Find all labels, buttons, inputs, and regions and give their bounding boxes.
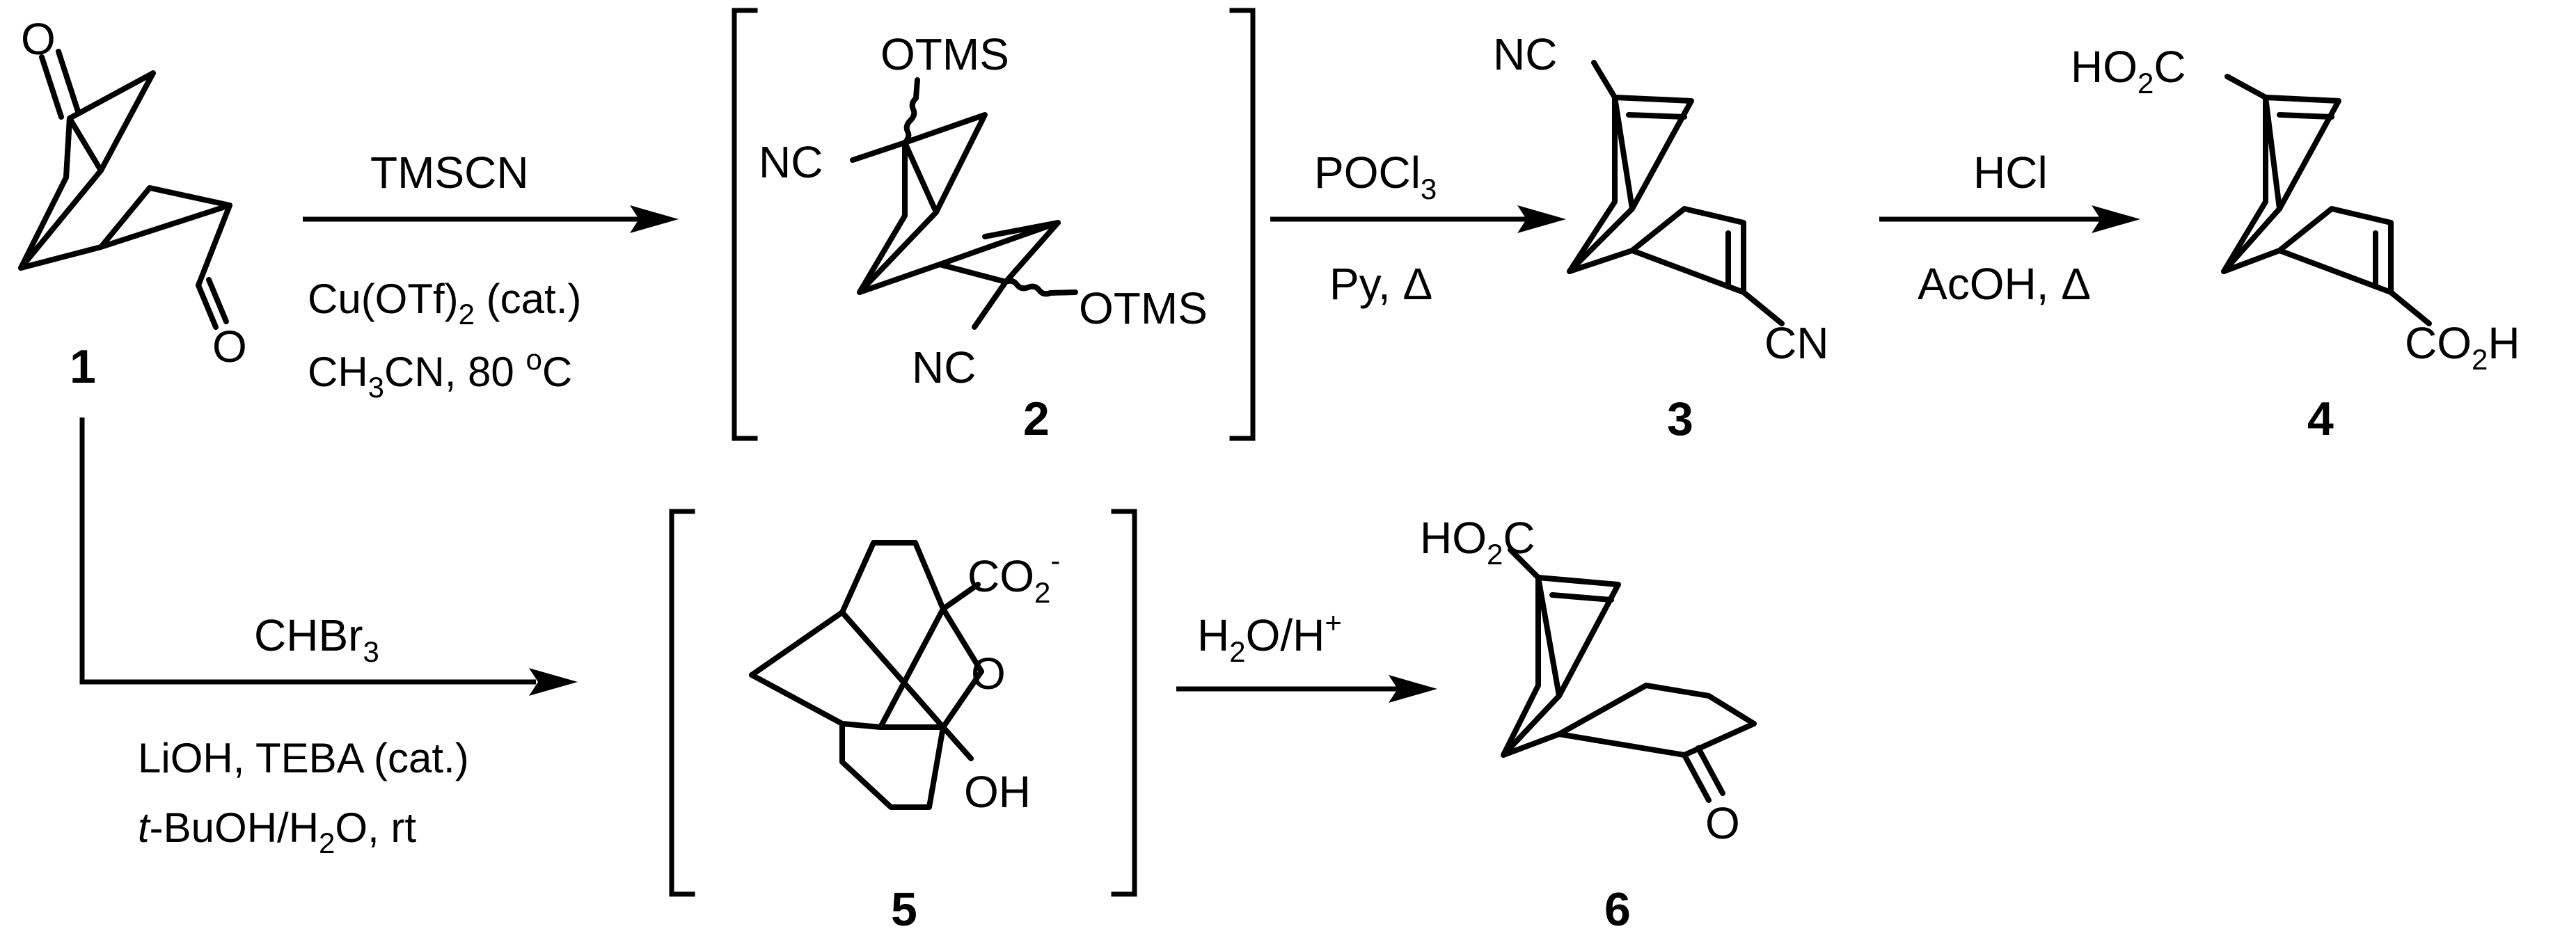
compound-5-carboxylate: CO2- — [967, 544, 1060, 609]
arrow-4 — [79, 418, 578, 696]
compound-5-number: 5 — [891, 883, 917, 936]
compound-2-nc-bottom: NC — [912, 342, 976, 392]
arrow-2 — [1270, 205, 1566, 233]
bracket-right-5 — [1111, 509, 1137, 897]
arrow-2-condition: Py, Δ — [1329, 259, 1432, 309]
compound-4-structure — [2221, 74, 2432, 326]
arrow-1-reagent: TMSCN — [370, 148, 529, 198]
compound-3-structure — [1567, 60, 1785, 326]
compound-4-number: 4 — [2307, 392, 2334, 445]
bracket-right-2 — [1229, 8, 1256, 441]
arrow-3-condition: AcOH, Δ — [1918, 259, 2091, 309]
arrow-1-condition-1: Cu(OTf)2 (cat.) — [308, 276, 581, 331]
bracket-left-2 — [732, 8, 758, 441]
bracket-left-5 — [669, 509, 695, 897]
arrow-3-reagent: HCl — [1973, 148, 2048, 198]
compound-2-otms-right: OTMS — [1079, 283, 1208, 333]
arrow-4-condition-2: t-BuOH/H2O, rt — [138, 804, 416, 859]
compound-2-number: 2 — [1023, 392, 1050, 445]
arrow-3 — [1879, 205, 2140, 233]
compound-1-ketone-o-top: O — [21, 14, 56, 64]
compound-6-acid: HO2C — [1420, 513, 1535, 571]
compound-1-structure — [18, 49, 232, 330]
arrow-1-condition-2: CH3CN, 80 oC — [308, 343, 572, 404]
arrow-5 — [1176, 675, 1437, 703]
compound-5-ring-o: O — [971, 649, 1006, 699]
compound-2-otms-top: OTMS — [880, 29, 1009, 79]
compound-3-cn-bottom: CN — [1764, 318, 1828, 368]
compound-1-number: 1 — [70, 340, 96, 393]
compound-4-acid-top: HO2C — [2071, 42, 2186, 100]
arrow-5-reagent: H2O/H+ — [1197, 606, 1342, 668]
compound-5-structure — [749, 540, 984, 810]
compound-3-nc-top: NC — [1493, 29, 1557, 79]
compound-2-nc-left: NC — [759, 137, 823, 187]
compound-5-oh: OH — [964, 767, 1031, 817]
compound-4-acid-bottom: CO2H — [2405, 318, 2520, 376]
compound-6-ketone-o: O — [1705, 798, 1740, 848]
compound-1-ketone-o-bottom: O — [212, 321, 247, 372]
arrow-2-reagent: POCl3 — [1314, 148, 1437, 205]
compound-6-structure — [1501, 547, 1757, 803]
arrow-4-condition-1: LiOH, TEBA (cat.) — [138, 735, 469, 781]
compound-2-structure — [850, 77, 1078, 330]
arrow-1 — [303, 205, 679, 233]
compound-6-number: 6 — [1604, 883, 1631, 936]
arrow-4-reagent: CHBr3 — [254, 610, 379, 668]
compound-3-number: 3 — [1667, 392, 1693, 445]
